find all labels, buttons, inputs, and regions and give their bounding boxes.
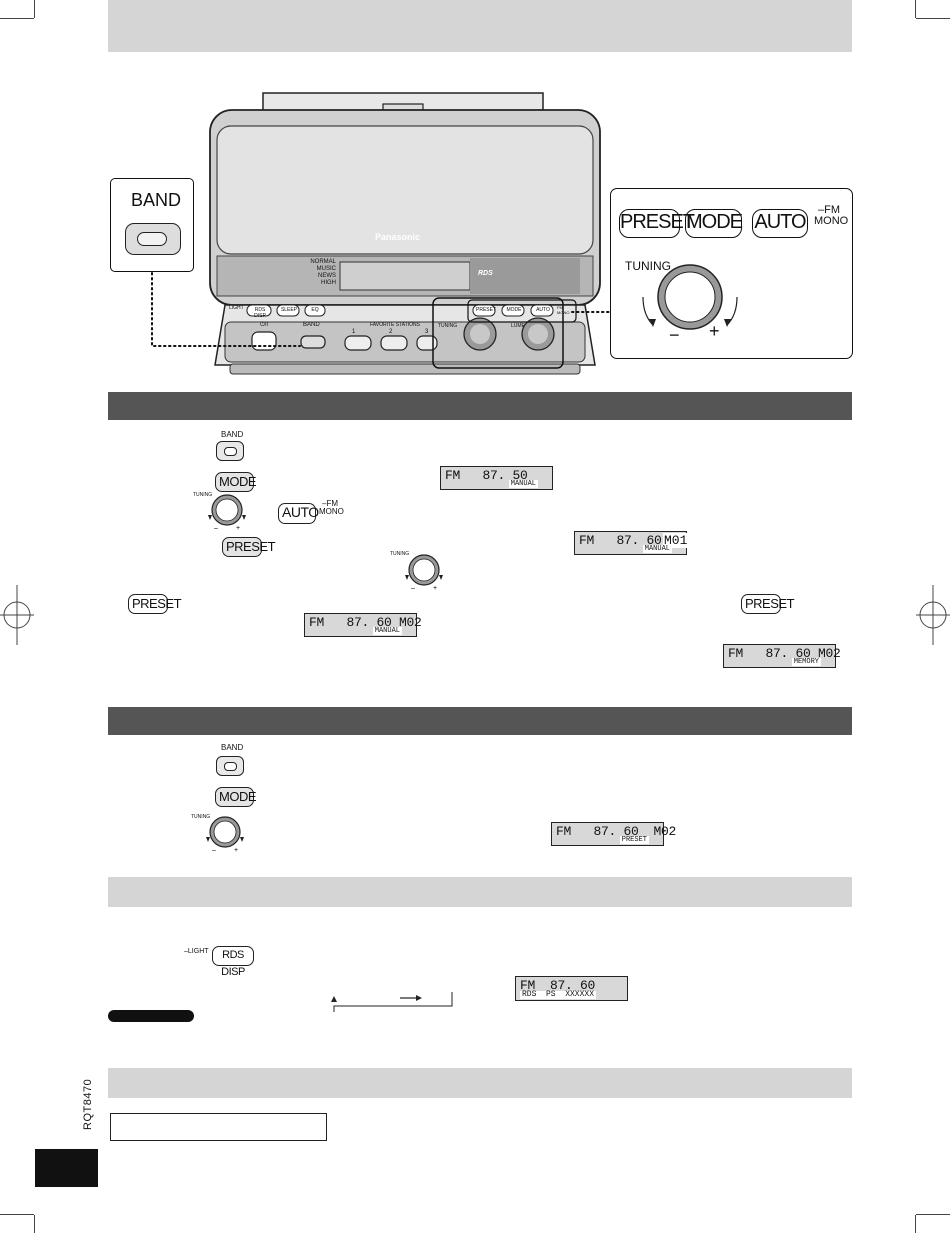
device-favorite-label: FAVORITE STATIONS bbox=[370, 322, 421, 328]
device-btn-auto[interactable]: AUTO bbox=[536, 307, 550, 313]
s3-lcd: FM 87. 60 RDS PS XXXXXX bbox=[515, 976, 628, 1001]
s3-light-label: –LIGHT bbox=[184, 948, 209, 955]
s3-cycle-arrow bbox=[331, 992, 453, 1012]
s1-band-caption: BAND bbox=[221, 430, 244, 439]
s1-tuning-caption: TUNING bbox=[193, 492, 213, 498]
device-power-label: ⏻/I bbox=[260, 322, 269, 328]
crop-mark bbox=[0, 1214, 34, 1215]
note-badge bbox=[108, 1010, 194, 1022]
svg-text:+: + bbox=[234, 847, 238, 853]
svg-text:–: – bbox=[212, 847, 216, 853]
s1-lcd-1: FM 87. 50 MANUAL bbox=[440, 466, 553, 490]
callout-tuning-knob[interactable] bbox=[625, 259, 745, 349]
crop-mark bbox=[34, 1215, 35, 1233]
callout-mode-button[interactable]: MODE bbox=[685, 209, 743, 238]
s2-lcd: FM 87. 60 M02 PRESET bbox=[551, 822, 676, 846]
page-header-bar bbox=[108, 0, 852, 52]
side-code: RQT8470 bbox=[82, 1078, 94, 1130]
device-illustration bbox=[209, 92, 601, 375]
registration-mark-right bbox=[916, 585, 950, 645]
s1-lcd-2: FM 87. 60 M01 MANUAL bbox=[574, 531, 689, 555]
section-header-preset bbox=[108, 392, 852, 420]
device-volume-label: LUME bbox=[511, 323, 525, 329]
device-fav-2: 2 bbox=[389, 329, 393, 335]
crop-mark bbox=[916, 18, 950, 19]
device-band-label: BAND bbox=[303, 322, 320, 328]
callout-auto-button[interactable]: AUTO bbox=[752, 209, 808, 238]
section-header-bottom bbox=[108, 1068, 852, 1098]
device-btn-sleep[interactable]: SLEEP bbox=[280, 307, 298, 313]
section-header-select bbox=[108, 707, 852, 735]
crop-mark bbox=[34, 0, 35, 18]
device-btn-eq[interactable]: EQ bbox=[311, 307, 319, 313]
s1-tuning-knob-2[interactable]: – + bbox=[397, 553, 457, 591]
s1-tuning-knob[interactable]: – + bbox=[200, 493, 260, 531]
s1-lcd-4: FM 87. 60 M02 MEMORY bbox=[723, 644, 841, 668]
band-callout-label: BAND bbox=[131, 190, 182, 210]
callout-minus: − bbox=[669, 325, 680, 345]
callout-connectors bbox=[151, 272, 613, 347]
tuning-callout: PRESET MODE AUTO –FM MONO TUNING − + bbox=[610, 188, 853, 359]
crop-mark bbox=[916, 1214, 950, 1215]
registration-mark-left bbox=[0, 585, 34, 645]
device-btn-rds[interactable]: RDS DISP bbox=[254, 307, 266, 319]
s1-lcd-3: FM 87. 60 M02 MANUAL bbox=[304, 613, 422, 637]
s2-tuning-caption: TUNING bbox=[191, 814, 211, 820]
s2-band-caption: BAND bbox=[221, 743, 244, 752]
s1-auto-button[interactable]: AUTO bbox=[278, 503, 319, 524]
callout-fm-mono: –FM MONO bbox=[814, 204, 849, 227]
svg-text:+: + bbox=[236, 525, 240, 531]
band-callout-button[interactable] bbox=[125, 223, 181, 255]
s1-tuning-caption-2: TUNING bbox=[390, 551, 410, 557]
crop-mark bbox=[0, 18, 34, 19]
s1-preset-button-3[interactable]: PRESET bbox=[741, 594, 795, 614]
device-fm-mono: FM MONO bbox=[557, 305, 570, 315]
s3-rds-disp-button[interactable]: RDS DISP bbox=[212, 946, 254, 978]
device-btn-preset[interactable]: PRESET bbox=[476, 307, 497, 313]
s1-band-button[interactable] bbox=[216, 441, 244, 461]
page-number-block bbox=[35, 1149, 98, 1187]
eq-mode-list: NORMAL MUSIC NEWS HIGH bbox=[310, 259, 336, 286]
device-fav-3: 3 bbox=[425, 329, 429, 335]
callout-preset-button[interactable]: PRESET bbox=[619, 209, 695, 238]
s2-mode-button[interactable]: MODE bbox=[215, 787, 257, 807]
s1-preset-button[interactable]: PRESET bbox=[222, 537, 276, 557]
s1-mode-button[interactable]: MODE bbox=[215, 472, 257, 492]
svg-text:+: + bbox=[433, 585, 437, 591]
rds-logo: RDS bbox=[478, 270, 493, 277]
crop-mark bbox=[915, 0, 916, 18]
bottom-empty-box bbox=[110, 1113, 327, 1141]
device-light-label: LIGHT bbox=[229, 305, 244, 311]
callout-plus: + bbox=[709, 321, 720, 341]
s2-tuning-knob[interactable]: – + bbox=[198, 815, 258, 853]
section-header-rds bbox=[108, 877, 852, 907]
svg-text:–: – bbox=[214, 525, 218, 531]
s1-fm-mono: –FM MONO bbox=[319, 499, 344, 516]
callout-tuning-label: TUNING bbox=[625, 259, 671, 273]
device-fav-1: 1 bbox=[352, 329, 356, 335]
band-callout: BAND bbox=[110, 178, 194, 272]
s2-band-button[interactable] bbox=[216, 756, 244, 776]
s1-preset-button-2[interactable]: PRESET bbox=[128, 594, 182, 614]
device-brand: Panasonic bbox=[375, 232, 421, 242]
svg-text:–: – bbox=[411, 585, 415, 591]
device-tuning-label: TUNING bbox=[438, 323, 458, 329]
device-btn-mode[interactable]: MODE bbox=[506, 307, 522, 313]
crop-mark bbox=[915, 1215, 916, 1233]
